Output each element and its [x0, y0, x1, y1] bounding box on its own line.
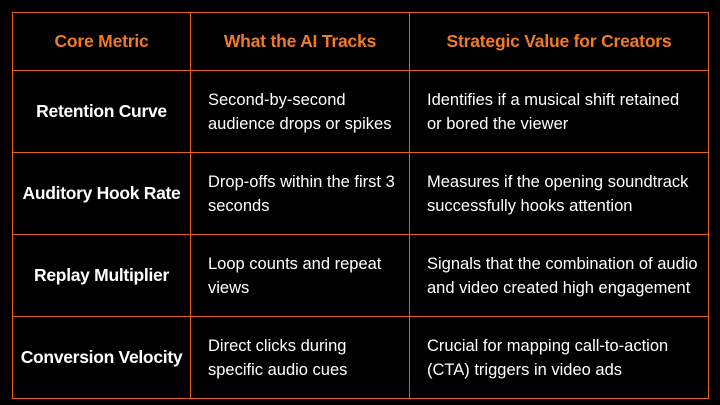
metric-tracks: Drop-offs within the first 3 seconds	[190, 152, 410, 235]
metric-name: Conversion Velocity	[12, 316, 191, 399]
metrics-table: Core Metric What the AI Tracks Strategic…	[12, 12, 709, 399]
metric-value: Identifies if a musical shift retained o…	[409, 70, 709, 153]
metric-value: Signals that the combination of audio an…	[409, 234, 709, 317]
metric-tracks: Second-by-second audience drops or spike…	[190, 70, 410, 153]
metric-tracks: Direct clicks during specific audio cues	[190, 316, 410, 399]
header-core-metric: Core Metric	[12, 12, 191, 71]
table-row: Retention Curve Second-by-second audienc…	[12, 70, 709, 153]
table-row: Replay Multiplier Loop counts and repeat…	[12, 234, 709, 317]
metric-name: Auditory Hook Rate	[12, 152, 191, 235]
metric-tracks: Loop counts and repeat views	[190, 234, 410, 317]
table-row: Conversion Velocity Direct clicks during…	[12, 316, 709, 399]
metric-name: Retention Curve	[12, 70, 191, 153]
header-strategic-value: Strategic Value for Creators	[409, 12, 709, 71]
table-row: Auditory Hook Rate Drop-offs within the …	[12, 152, 709, 235]
header-row: Core Metric What the AI Tracks Strategic…	[12, 12, 709, 71]
header-what-ai-tracks: What the AI Tracks	[190, 12, 410, 71]
metric-value: Crucial for mapping call-to-action (CTA)…	[409, 316, 709, 399]
metric-name: Replay Multiplier	[12, 234, 191, 317]
metric-value: Measures if the opening soundtrack succe…	[409, 152, 709, 235]
